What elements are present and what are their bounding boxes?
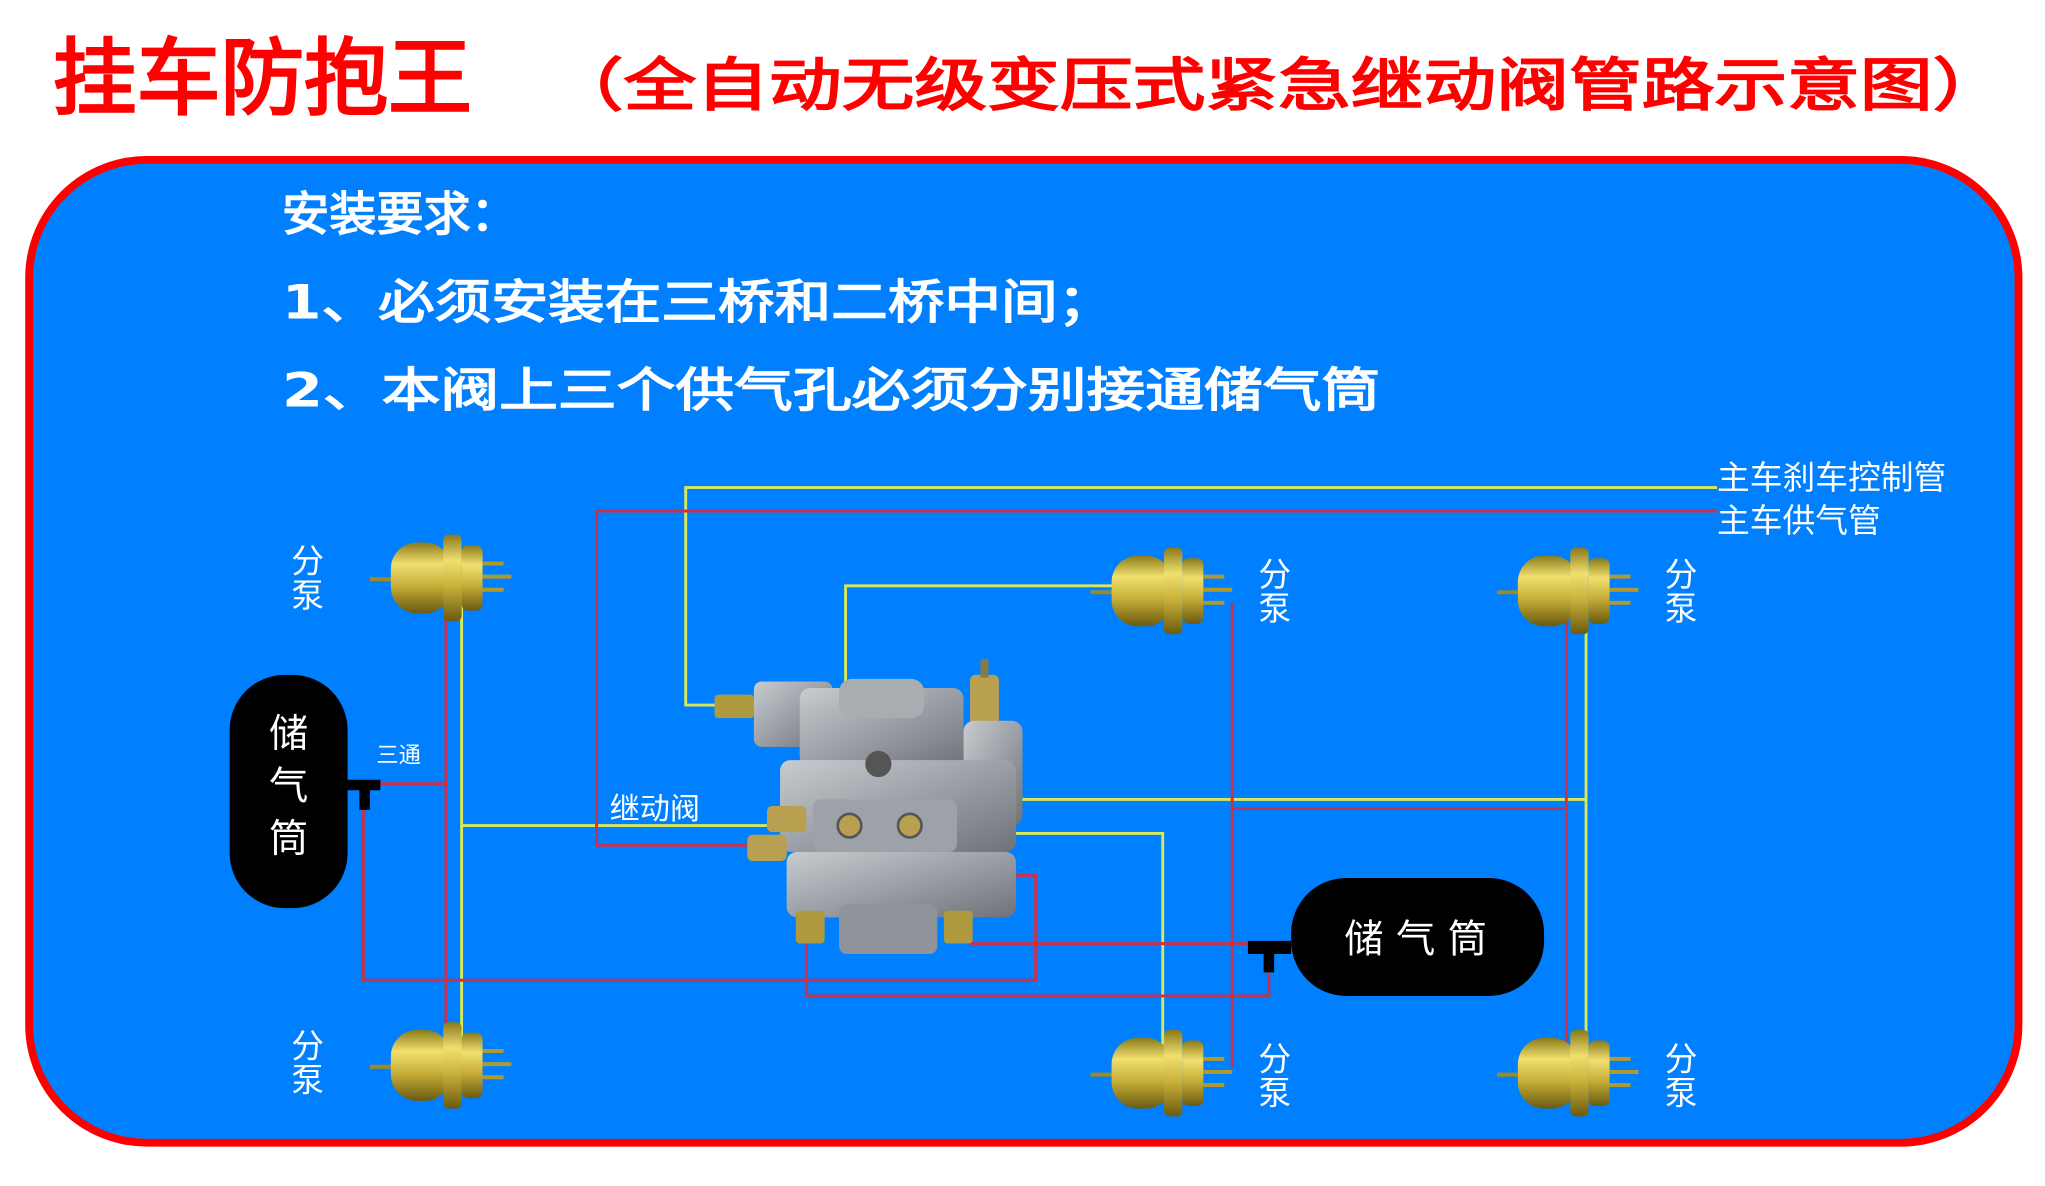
tank-left-label-2: 气 [269,764,308,809]
tee-fitting-left [347,779,381,810]
requirement-item-1: 1、必须安装在三桥和二桥中间； [282,275,1114,330]
requirement-item-2: 2、本阀上三个供气孔必须分别接通储气筒 [282,363,1380,418]
tee-fitting-right [1247,940,1292,973]
chamber-label-rt-1: 分 [1665,556,1698,594]
supply-lines [361,509,1718,1069]
relay-valve-label: 继动阀 [610,792,700,827]
control-pipe-label: 主车刹车控制管 [1717,459,1946,497]
requirements-heading: 安装要求： [282,188,518,243]
chamber-label-mb-2: 泵 [1258,1075,1291,1113]
chamber-label-rb-1: 分 [1665,1041,1698,1079]
tank-right-label: 储 气 筒 [1344,918,1487,963]
chamber-label-lb-1: 分 [291,1028,324,1066]
chamber-label-lt-2: 泵 [291,577,324,615]
supply-pipe-label: 主车供气管 [1717,502,1881,540]
subtitle: （全自动无级变压式紧急继动阀管路示意图） [551,51,2006,119]
tank-left-label-1: 储 [269,712,308,757]
tee-label: 三通 [376,743,421,769]
chamber-label-rt-2: 泵 [1665,590,1698,628]
main-title: 挂车防抱王 [53,29,472,127]
chamber-label-mt-2: 泵 [1258,590,1291,628]
chamber-label-mt-1: 分 [1258,556,1291,594]
air-tank-right [1291,878,1545,996]
air-tank-left [229,674,348,909]
relay-valve [714,659,1023,955]
tank-left-label-3: 筒 [269,817,308,862]
chamber-label-rb-2: 泵 [1665,1075,1698,1113]
chamber-label-lt-1: 分 [291,543,324,581]
chamber-label-lb-2: 泵 [291,1062,324,1100]
chamber-label-mb-1: 分 [1258,1041,1291,1079]
